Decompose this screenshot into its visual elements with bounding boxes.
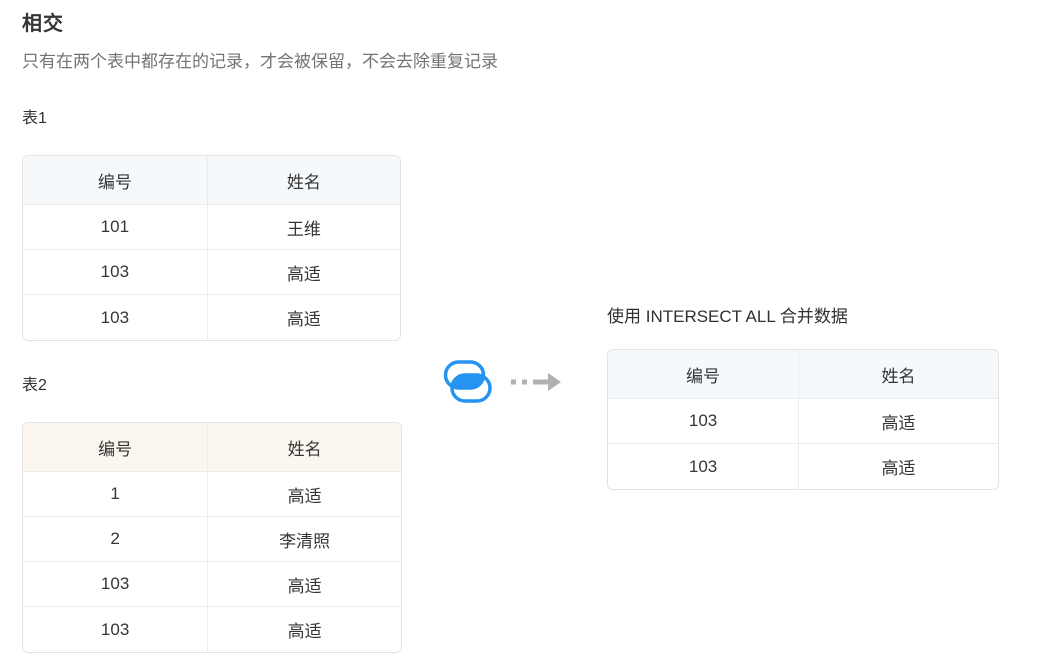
table-cell: 李清照	[208, 517, 401, 562]
table-row: 103 高适	[608, 399, 998, 444]
table1-header-name: 姓名	[207, 156, 400, 205]
table-row: 103 高适	[608, 444, 998, 489]
table1: 编号 姓名 101 王维 103 高适 103 高适	[22, 155, 401, 341]
table2-header-id: 编号	[23, 423, 209, 472]
table-cell: 高适	[799, 399, 998, 444]
table-cell: 103	[23, 607, 209, 652]
table-cell: 103	[608, 399, 800, 444]
table2-header-row: 编号 姓名	[23, 423, 401, 472]
result-header-name: 姓名	[799, 350, 998, 399]
page-subtitle: 只有在两个表中都存在的记录，才会被保留，不会去除重复记录	[22, 52, 498, 71]
table1-label: 表1	[22, 110, 47, 127]
table-row: 1 高适	[23, 472, 401, 517]
result-table: 编号 姓名 103 高适 103 高适	[607, 349, 999, 490]
page-title: 相交	[22, 13, 64, 35]
table1-header-row: 编号 姓名	[23, 156, 400, 205]
table-cell: 高适	[881, 459, 916, 478]
table-cell: 103	[23, 250, 208, 295]
table-row: 103 高适	[23, 607, 401, 652]
result-header-row: 编号 姓名	[608, 350, 998, 399]
table1-header-id: 编号	[23, 156, 208, 205]
table-cell: 高适	[287, 622, 322, 641]
table-cell: 101	[23, 205, 208, 250]
result-header-id: 编号	[608, 350, 800, 399]
intersect-icon	[442, 360, 492, 403]
table-cell: 103	[23, 295, 208, 340]
table-cell: 1	[23, 472, 209, 517]
dashed-arrow-icon	[510, 371, 562, 393]
table-row: 103 高适	[23, 250, 400, 295]
table-row: 2 李清照	[23, 517, 401, 562]
table-cell: 高适	[208, 562, 401, 607]
table-cell: 103	[608, 444, 800, 489]
table-cell: 高适	[286, 310, 321, 329]
table-row: 101 王维	[23, 205, 400, 250]
table-cell: 2	[23, 517, 209, 562]
table-cell: 高适	[208, 472, 401, 517]
table-cell: 103	[23, 562, 209, 607]
table-row: 103 高适	[23, 295, 400, 340]
table-cell: 王维	[207, 205, 400, 250]
result-caption: 使用 INTERSECT ALL 合并数据	[607, 307, 848, 326]
table-cell: 高适	[207, 250, 400, 295]
table-row: 103 高适	[23, 562, 401, 607]
table2-label: 表2	[22, 377, 47, 394]
table2-header-name: 姓名	[208, 423, 401, 472]
table2: 编号 姓名 1 高适 2 李清照 103 高适 103	[22, 422, 402, 653]
